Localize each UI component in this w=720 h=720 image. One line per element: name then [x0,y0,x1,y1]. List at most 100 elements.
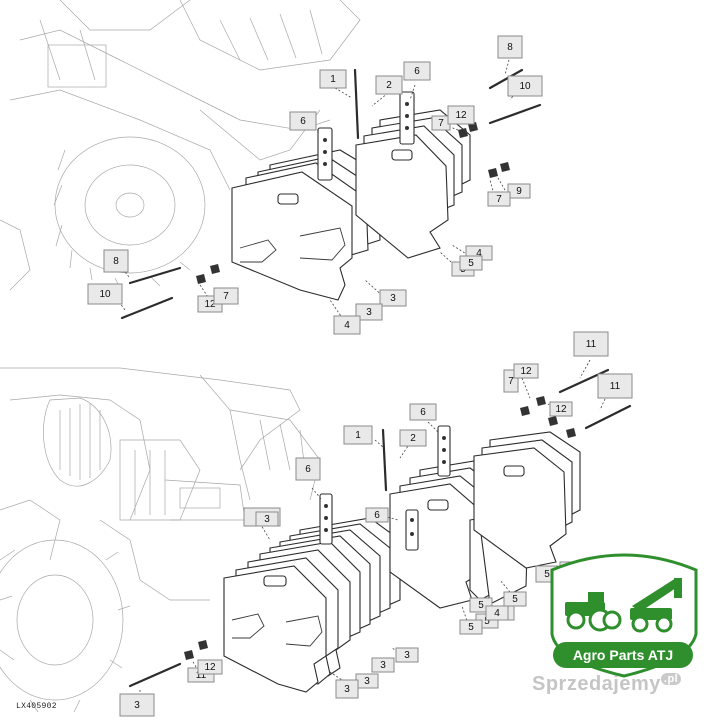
callout-8: 8 [497,35,523,59]
callout-box [573,331,609,357]
callout-number: 10 [519,81,531,92]
callout-number: 6 [414,66,420,77]
bottom-tractor-outline [0,367,321,713]
callout-box [375,75,403,95]
callout-4: 4 [333,315,361,335]
callout-number: 5 [544,569,550,580]
callout-box [213,287,239,305]
callout-number: 12 [520,366,532,377]
callout-number: 7 [496,194,502,205]
callout-number: 2 [410,433,416,444]
callout-number: 3 [134,700,140,711]
callout-number: 9 [516,186,522,197]
callout-number: 5 [484,616,490,627]
callout-8: 8 [103,249,129,273]
callout-number: 3 [344,684,350,695]
callout-labels: 1266712810974553348101271111712121266336… [87,35,633,717]
watermark-tld: .pl [660,673,682,685]
callout-number: 7 [438,118,444,129]
callout-box [335,679,359,699]
callout-box [597,373,633,399]
callout-number: 3 [264,514,270,525]
callout-box [459,619,483,635]
callout-6: 6 [289,111,317,131]
callout-box [487,191,511,207]
callout-3: 3 [379,289,407,307]
callout-number: 12 [555,404,567,415]
callout-number: 5 [468,258,474,269]
watermark: Sprzedajemy.pl [532,673,682,696]
bottom-hardware [128,368,632,688]
callout-box [103,249,129,273]
callout-box [255,511,279,527]
callout-3: 3 [335,679,359,699]
callout-number: 6 [420,407,426,418]
callout-3: 3 [355,303,383,321]
callout-10: 10 [507,75,543,97]
callout-number: 5 [478,600,484,611]
callout-box [399,429,427,447]
callout-5: 5 [503,591,527,607]
logo-label: Agro Parts ATJ [553,642,693,668]
callout-box [379,289,407,307]
callout-number: 3 [380,660,386,671]
callout-6: 6 [403,61,431,81]
callout-box [395,647,419,663]
callout-12: 12 [447,105,475,125]
callout-10: 10 [87,283,123,305]
callout-6: 6 [365,507,389,523]
callout-box [549,401,573,417]
telehandler-silhouette-icon [630,578,682,633]
callout-number: 1 [355,430,361,441]
callout-11: 11 [573,331,609,357]
callout-number: 4 [476,248,482,259]
callout-box [289,111,317,131]
callout-number: 3 [364,676,370,687]
callout-number: 8 [113,256,119,267]
callout-6: 6 [295,457,321,481]
callout-box [507,183,531,199]
callout-3: 3 [355,673,379,689]
callout-box [319,69,347,89]
callout-number: 5 [468,622,474,633]
callout-box [447,105,475,125]
callout-number: 6 [300,116,306,127]
callout-number: 4 [344,320,350,331]
callout-5: 5 [459,255,483,271]
callout-4: 4 [485,605,509,621]
callout-number: 11 [610,381,621,392]
callout-7: 7 [431,115,451,131]
callout-box [513,363,539,379]
callout-7: 7 [487,191,511,207]
callout-box [295,457,321,481]
callout-3: 3 [119,693,155,717]
callout-number: 12 [455,110,467,121]
callout-box [409,403,437,421]
tractor-silhouette-icon [565,592,622,632]
callout-number: 3 [390,293,396,304]
callout-number: 8 [507,42,513,53]
callout-box [355,303,383,321]
callout-box [197,659,223,675]
callout-number: 12 [204,662,216,673]
callout-number: 7 [223,291,229,302]
callout-12: 12 [549,401,573,417]
callout-1: 1 [343,425,373,445]
top-hardware [120,68,542,320]
figure-code: LX405902 [16,702,57,711]
callout-box [507,75,543,97]
callout-2: 2 [399,429,427,447]
callout-number: 1 [330,74,336,85]
callout-number: 2 [386,80,392,91]
callout-box [403,61,431,81]
callout-3: 3 [255,511,279,527]
callout-7: 7 [213,287,239,305]
callout-number: 7 [508,376,514,387]
callout-number: 3 [366,307,372,318]
callout-1: 1 [319,69,347,89]
callout-box [365,507,389,523]
callout-box [459,255,483,271]
bottom-weight-stack-right [473,431,581,569]
